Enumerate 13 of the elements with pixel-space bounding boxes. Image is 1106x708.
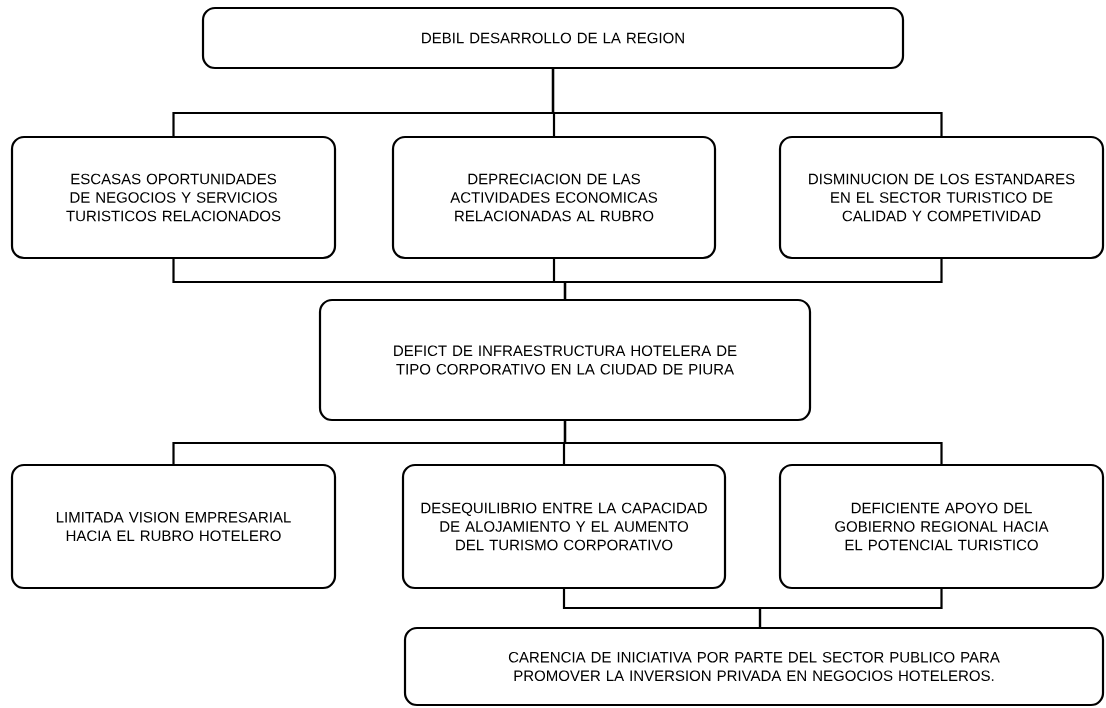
- problem-box: ESCASAS OPORTUNIDADES DE NEGOCIOS Y SERVICIOS TURISTICOS RELACIONADOS: [10, 135, 337, 260]
- connector-line: [563, 258, 943, 300]
- problem-box: DEFICT DE INFRAESTRUCTURA HOTELERA DE TIPO CORPORATIVO EN LA CIUDAD DE PIURA: [318, 298, 812, 422]
- problem-box: CARENCIA DE INICIATIVA POR PARTE DEL SECTOR PUBLICO PARA PROMOVER LA INVERSION PRIVADA EN NEGOCIOS HOTELEROS.: [403, 626, 1105, 707]
- problem-box: DEBIL DESARROLLO DE LA REGION: [201, 6, 905, 70]
- problem-box: DEFICIENTE APOYO DEL GOBIERNO REGIONAL HACIA EL POTENCIAL TURISTICO: [778, 463, 1105, 590]
- problem-box: DESEQUILIBRIO ENTRE LA CAPACIDAD DE ALOJAMIENTO Y EL AUMENTO DEL TURISMO CORPORATIVO: [401, 463, 727, 590]
- connector-line: [551, 68, 943, 137]
- connector-line: [758, 588, 943, 628]
- problem-box: LIMITADA VISION EMPRESARIAL HACIA EL RUBRO HOTELERO: [10, 463, 337, 590]
- problem-box: DEPRECIACION DE LAS ACTIVIDADES ECONOMICAS RELACIONADAS AL RUBRO: [391, 135, 717, 260]
- connector-line: [563, 420, 943, 465]
- problem-box: DISMINUCION DE LOS ESTANDARES EN EL SECTOR TURISTICO DE CALIDAD Y COMPETIVIDAD: [778, 135, 1105, 260]
